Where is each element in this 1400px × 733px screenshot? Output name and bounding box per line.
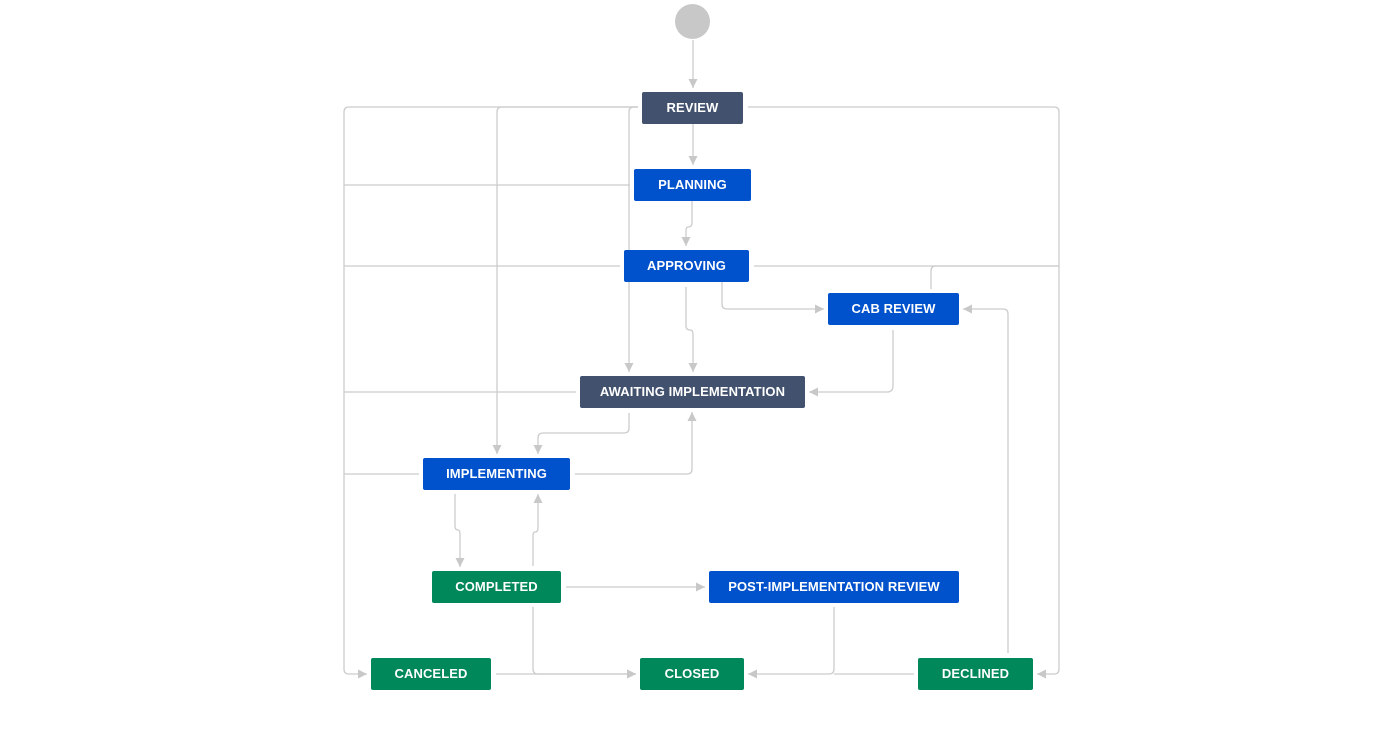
status-declined[interactable]: DECLINED [918, 658, 1033, 690]
transition-declined-cab-review [963, 304, 1009, 653]
transition-implementing-awaiting [575, 412, 697, 475]
status-canceled[interactable]: CANCELED [371, 658, 491, 690]
status-post-implementation-review[interactable]: POST-IMPLEMENTATION REVIEW [709, 571, 959, 603]
status-completed[interactable]: COMPLETED [432, 571, 561, 603]
status-awaiting-implementation[interactable]: AWAITING IMPLEMENTATION [580, 376, 805, 408]
start-node [675, 4, 710, 39]
transition-pir-closed [748, 607, 835, 679]
transition-review-declined [748, 106, 1060, 679]
status-closed[interactable]: CLOSED [640, 658, 744, 690]
transition-completed-closed [532, 607, 636, 679]
transition-completed-implementing [532, 494, 543, 566]
status-implementing[interactable]: IMPLEMENTING [423, 458, 570, 490]
transition-implementing-completed [454, 494, 465, 567]
transition-left-outer-canceled [343, 106, 638, 679]
status-approving[interactable]: APPROVING [624, 250, 749, 282]
transition-approving-awaiting [685, 287, 698, 372]
transition-review-to-awaiting [624, 106, 638, 372]
transition-approving-cab-review [721, 282, 824, 314]
status-planning[interactable]: PLANNING [634, 169, 751, 201]
transition-awaiting-implementing [533, 413, 630, 454]
transition-planning-approving [681, 201, 693, 246]
status-cab-review[interactable]: CAB REVIEW [828, 293, 959, 325]
transition-cab-review-awaiting [809, 330, 894, 397]
transition-cab-review-declined [930, 265, 1059, 289]
status-review[interactable]: REVIEW [642, 92, 743, 124]
